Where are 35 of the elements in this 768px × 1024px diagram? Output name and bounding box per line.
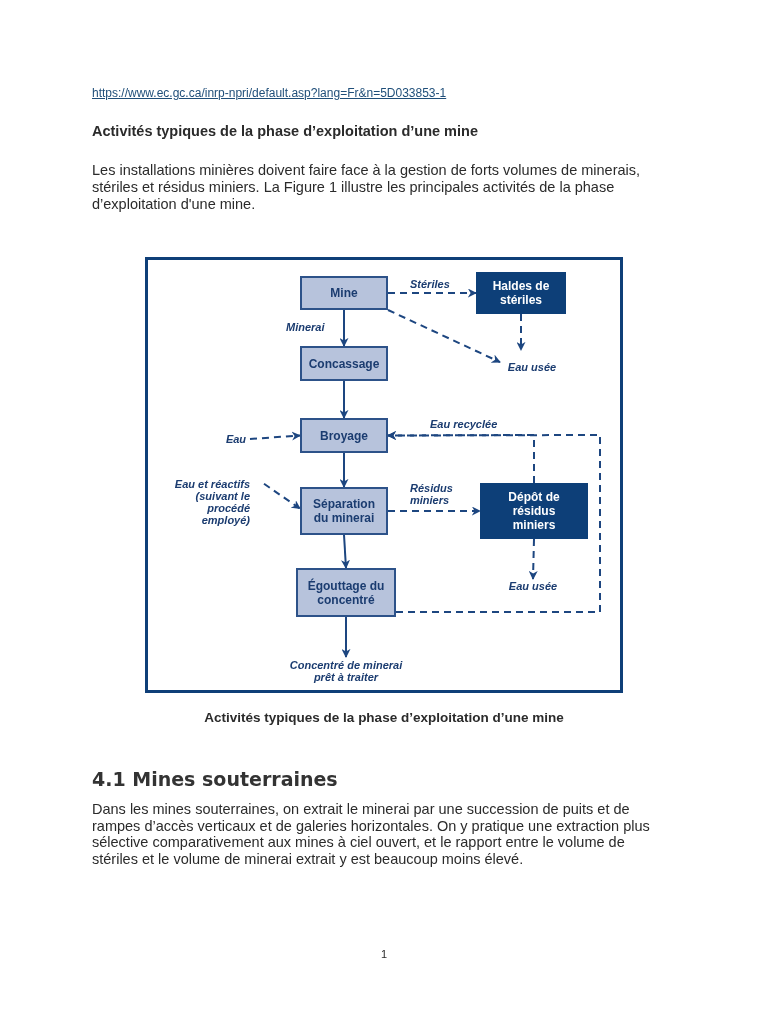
process-box: Broyage (300, 418, 388, 453)
arrow (341, 534, 350, 569)
body-paragraph: Dans les mines souterraines, on extrait le minerai par une succession de puits et de rampes d’accès verticaux et de galeries horizontales. On y pratique une extraction plus sélective comparativement aux mines à ciel ouvert, et le rapport entre le volume de stériles et le volume de minerai extrait y est beaucoup moins élevé. (92, 801, 651, 867)
dashed-arrow (249, 431, 301, 441)
output-label: Eau usée (500, 360, 564, 374)
dashed-arrow (387, 309, 501, 364)
heading: Activités typiques de la phase d’exploitation d’une mine (92, 123, 478, 139)
process-box: Concassage (300, 346, 388, 381)
process-box: Séparation du minerai (300, 487, 388, 535)
arrow (341, 616, 351, 658)
arrow (339, 380, 349, 419)
section-heading: 4.1 Mines souterraines (92, 768, 338, 790)
arrow (339, 309, 349, 347)
dashed-arrow (387, 506, 481, 516)
page-number: 1 (379, 948, 389, 960)
dashed-arrow (528, 538, 538, 580)
input-label: Eau (222, 432, 250, 446)
storage-box: Dépôt de résidus miniers (480, 483, 588, 539)
dashed-arrow (387, 288, 477, 298)
storage-box: Haldes de stériles (476, 272, 566, 314)
edge-label: Minerai (286, 321, 325, 333)
process-box: Égouttage du concentré (296, 568, 396, 617)
output-label: Concentré de minerai prêt à traiter (286, 657, 406, 685)
dashed-arrow (516, 313, 526, 351)
arrow (339, 452, 349, 488)
edge-label: Stériles (410, 278, 450, 290)
output-label: Eau usée (500, 579, 566, 593)
source-link: https://www.ec.gc.ca/inrp-npri/default.asp?lang=Fr&n=5D033853-1 (92, 86, 447, 100)
input-label: Eau et réactifs (suivant le procédé employé) (156, 476, 250, 528)
intro-paragraph: Les installations minières doivent faire face à la gestion de forts volumes de minerais, stériles et résidus miniers. La Figure 1 illustre les principales activités de la phase d’exploitation d'une mine. (92, 162, 642, 213)
edge-label: Eau recyclée (430, 418, 498, 430)
dashed-arrow (387, 431, 601, 614)
figure-caption: Activités typiques de la phase d’exploitation d’une mine (203, 710, 565, 725)
dashed-arrow (263, 482, 301, 510)
process-box: Mine (300, 276, 388, 310)
